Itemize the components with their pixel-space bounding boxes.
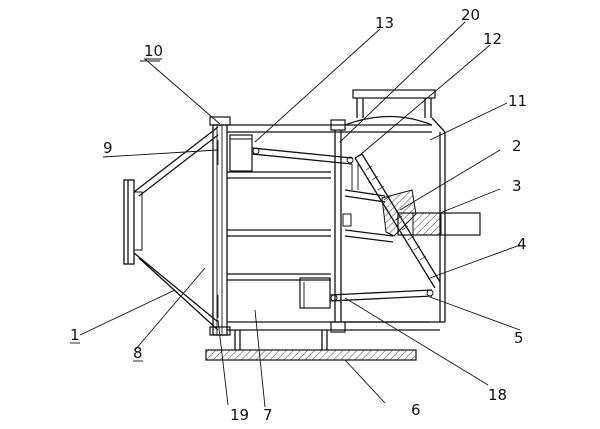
label-8: 8 <box>133 344 143 362</box>
label-4: 4 <box>517 235 527 253</box>
drum-inner <box>217 134 331 318</box>
part-labels: 1 2 3 4 5 6 7 8 9 10 11 12 13 18 19 20 <box>70 6 527 424</box>
label-9: 9 <box>103 139 113 157</box>
label-2: 2 <box>512 137 522 155</box>
label-1: 1 <box>70 326 80 344</box>
base-plate <box>205 330 417 361</box>
label-7: 7 <box>263 406 273 424</box>
label-18: 18 <box>488 386 507 404</box>
linkage <box>251 147 441 302</box>
label-10: 10 <box>144 42 163 60</box>
label-20: 20 <box>461 6 480 24</box>
label-5: 5 <box>514 329 524 347</box>
label-12: 12 <box>483 30 502 48</box>
label-13: 13 <box>375 14 394 32</box>
label-6: 6 <box>411 401 421 419</box>
inlet-hopper <box>123 126 219 331</box>
label-11: 11 <box>508 92 527 110</box>
label-19: 19 <box>230 406 249 424</box>
leader-lines <box>79 21 521 408</box>
label-3: 3 <box>512 177 522 195</box>
